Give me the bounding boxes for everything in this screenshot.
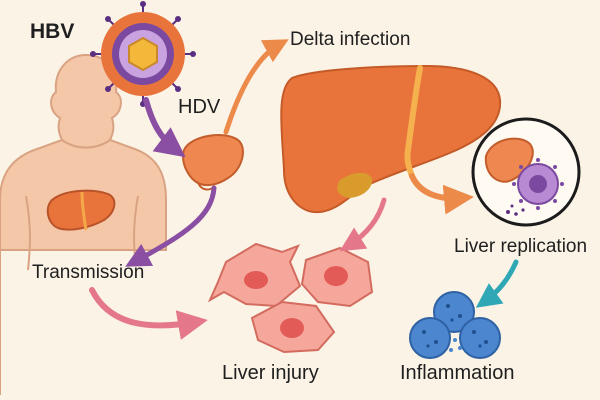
liver-icon (280, 64, 502, 214)
delta-infection-label: Delta infection (290, 29, 411, 50)
arrow-hdv-to-transmission (125, 185, 217, 267)
arrow-hdv-to-delta (223, 39, 289, 135)
liver-with-virus-icon (471, 117, 581, 227)
arrow-transmission-to-injury (89, 287, 208, 340)
body-liver-icon (46, 189, 116, 231)
hdv-label: HDV (178, 96, 221, 118)
transmission-label: Transmission (32, 262, 145, 283)
liver-replication-label: Liver replication (454, 236, 588, 257)
damaged-hepatocytes-icon (207, 242, 374, 354)
arrow-hbv-to-hdv (143, 97, 186, 158)
virus-icon (90, 1, 196, 107)
arrow-replication-to-inflammation (475, 259, 519, 308)
hdv-liver-shape-icon (182, 134, 244, 191)
hbv-label: HBV (30, 20, 75, 43)
inflammation-label: Inflammation (400, 362, 515, 384)
arrow-liver-to-replication (409, 173, 474, 215)
inflamed-cells-icon (409, 291, 501, 359)
liver-injury-label: Liver injury (222, 362, 319, 384)
arrow-liver-to-injury (339, 197, 387, 252)
